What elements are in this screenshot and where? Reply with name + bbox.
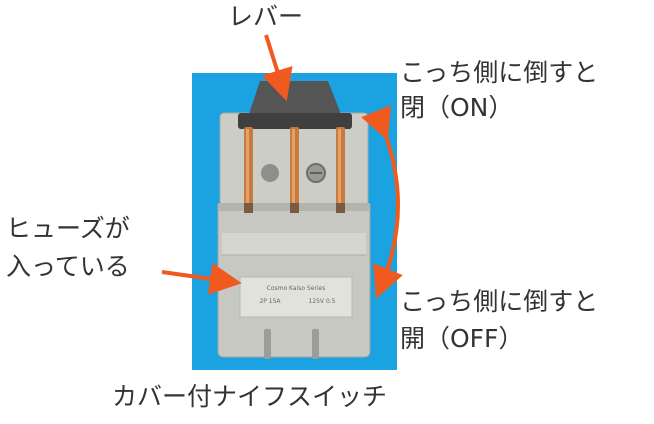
lever-label: レバー (228, 2, 304, 31)
name-plate (239, 276, 353, 318)
blade-foot-center (290, 203, 299, 213)
lever-handle-icon (248, 81, 342, 117)
fuse-label-line1: ヒューズが (6, 214, 130, 243)
close-direction-label-line2: 閉（ON） (400, 93, 514, 122)
bottom-terminal-right-icon (312, 329, 319, 359)
blade-foot-right (336, 203, 345, 213)
cover-mid-band (222, 233, 366, 255)
knife-switch-photo: Cosmo Kaiso Series 2P 15A 125V 0.5 (192, 73, 397, 370)
blade-highlight-left (246, 129, 249, 203)
bottom-terminal-left-icon (264, 329, 271, 359)
caption: カバー付ナイフスイッチ (112, 382, 388, 411)
open-direction-label-line2: 開（OFF） (400, 324, 524, 353)
lever-base-icon (238, 113, 352, 129)
open-direction-label-line1: こっち側に倒すと (400, 287, 599, 316)
terminal-hole-icon (261, 164, 279, 182)
plate-sub-text: 125V 0.5 (308, 298, 335, 305)
blade-highlight-right (338, 129, 341, 203)
blade-highlight-center (292, 129, 295, 203)
plate-model-text: 2P 15A (259, 298, 281, 305)
close-direction-label-line1: こっち側に倒すと (400, 58, 599, 87)
fuse-label-line2: 入っている (6, 252, 130, 281)
plate-brand-text: Cosmo Kaiso Series (267, 285, 326, 292)
blade-foot-left (244, 203, 253, 213)
